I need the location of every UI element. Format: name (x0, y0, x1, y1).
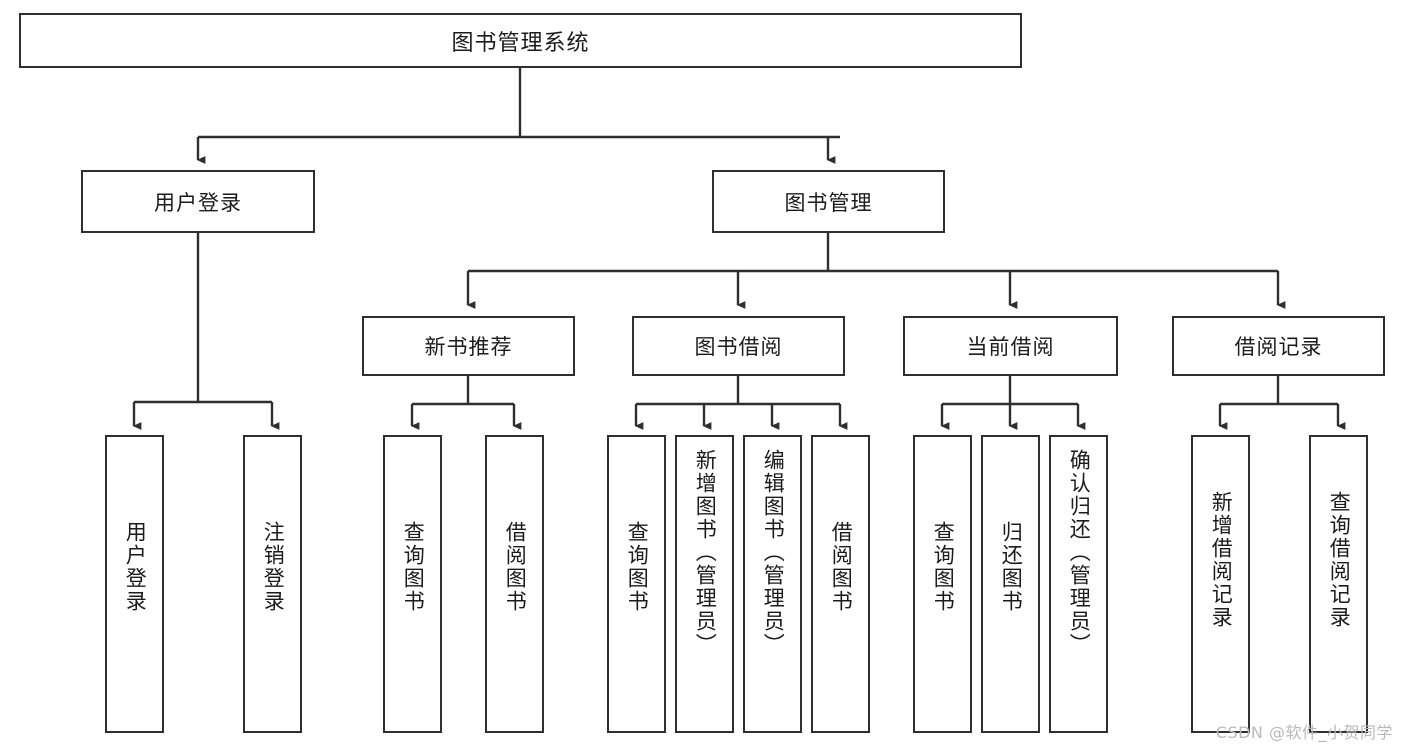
node-leaf-borrow-book-2[interactable]: 借阅图书 (811, 435, 870, 733)
node-label: 确认归还（管理员） (1067, 449, 1092, 656)
node-label: 图书管理 (784, 190, 873, 215)
node-label: 用户登录 (154, 190, 242, 215)
node-leaf-query-book-3[interactable]: 查询图书 (913, 435, 972, 733)
node-new-book-recommend[interactable]: 新书推荐 (362, 316, 575, 376)
node-leaf-query-record[interactable]: 查询借阅记录 (1309, 435, 1368, 733)
node-label: 归还图书 (999, 521, 1024, 613)
node-leaf-query-book-1[interactable]: 查询图书 (383, 435, 442, 733)
node-label: 借阅记录 (1234, 335, 1323, 359)
node-book-management[interactable]: 图书管理 (712, 170, 945, 233)
node-leaf-add-book[interactable]: 新增图书（管理员） (675, 435, 734, 733)
node-label: 当前借阅 (966, 335, 1055, 359)
node-leaf-confirm-return[interactable]: 确认归还（管理员） (1049, 435, 1108, 733)
node-label: 查询图书 (931, 521, 956, 613)
node-label: 查询图书 (401, 521, 426, 613)
csdn-watermark: CSDN @软件_小贺同学 (1215, 723, 1393, 742)
node-current-borrow[interactable]: 当前借阅 (903, 316, 1118, 376)
node-label: 新书推荐 (424, 335, 513, 359)
node-label: 新增借阅记录 (1209, 491, 1234, 629)
node-label: 查询图书 (625, 521, 650, 613)
node-leaf-user-login[interactable]: 用户登录 (105, 435, 164, 733)
node-label: 编辑图书（管理员） (761, 449, 786, 656)
node-label: 借阅图书 (503, 521, 528, 613)
node-label: 借阅图书 (829, 521, 854, 613)
node-label: 图书管理系统 (451, 30, 590, 56)
node-label: 注销登录 (261, 521, 286, 613)
node-user-login[interactable]: 用户登录 (81, 170, 315, 233)
node-book-management-system[interactable]: 图书管理系统 (19, 13, 1022, 68)
node-leaf-query-book-2[interactable]: 查询图书 (607, 435, 666, 733)
node-label: 新增图书（管理员） (693, 449, 718, 656)
node-leaf-logout-login[interactable]: 注销登录 (243, 435, 302, 733)
node-leaf-borrow-book-1[interactable]: 借阅图书 (485, 435, 544, 733)
node-borrow-record[interactable]: 借阅记录 (1172, 316, 1385, 376)
node-label: 用户登录 (123, 521, 148, 613)
node-label: 查询借阅记录 (1327, 491, 1352, 629)
node-leaf-add-record[interactable]: 新增借阅记录 (1191, 435, 1250, 733)
node-book-borrow[interactable]: 图书借阅 (632, 316, 845, 376)
node-label: 图书借阅 (694, 335, 783, 359)
node-leaf-return-book[interactable]: 归还图书 (981, 435, 1040, 733)
node-leaf-edit-book[interactable]: 编辑图书（管理员） (743, 435, 802, 733)
